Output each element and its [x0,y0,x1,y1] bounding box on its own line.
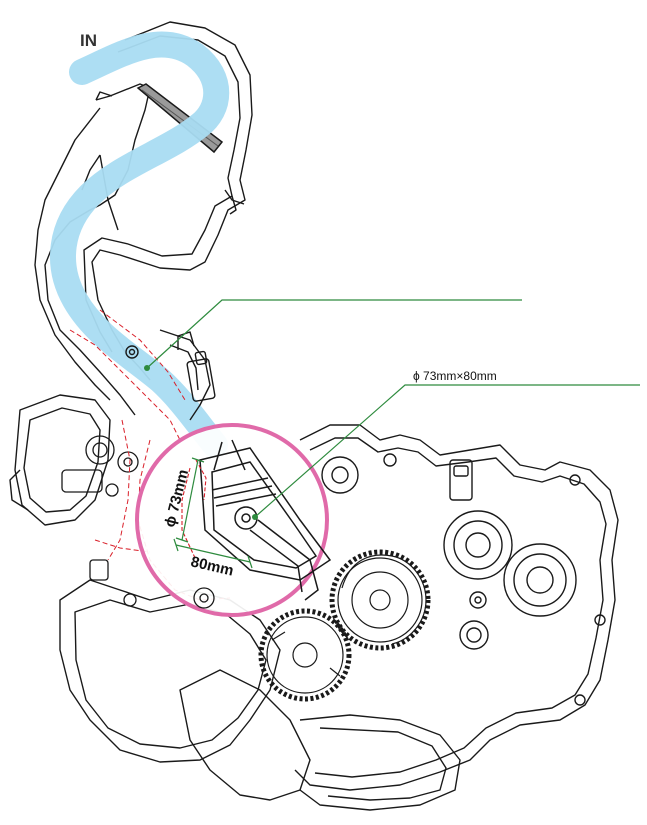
crankcase-outline [9,329,619,811]
gear-icon [329,549,431,651]
stroke-dimension [173,538,253,569]
leader-line-piston [252,384,640,520]
leader-line-airflow [144,299,522,371]
intake-label: IN [80,31,97,50]
throttle-body [125,345,216,402]
gear-icon [258,608,352,702]
right-side-components [321,453,606,706]
left-side-components [61,435,139,607]
bore-dimension [175,457,205,543]
bore-stroke-label: ϕ 73mm×80mm [413,369,497,383]
intake-airflow [50,31,230,458]
cylinder-callout [135,423,332,617]
